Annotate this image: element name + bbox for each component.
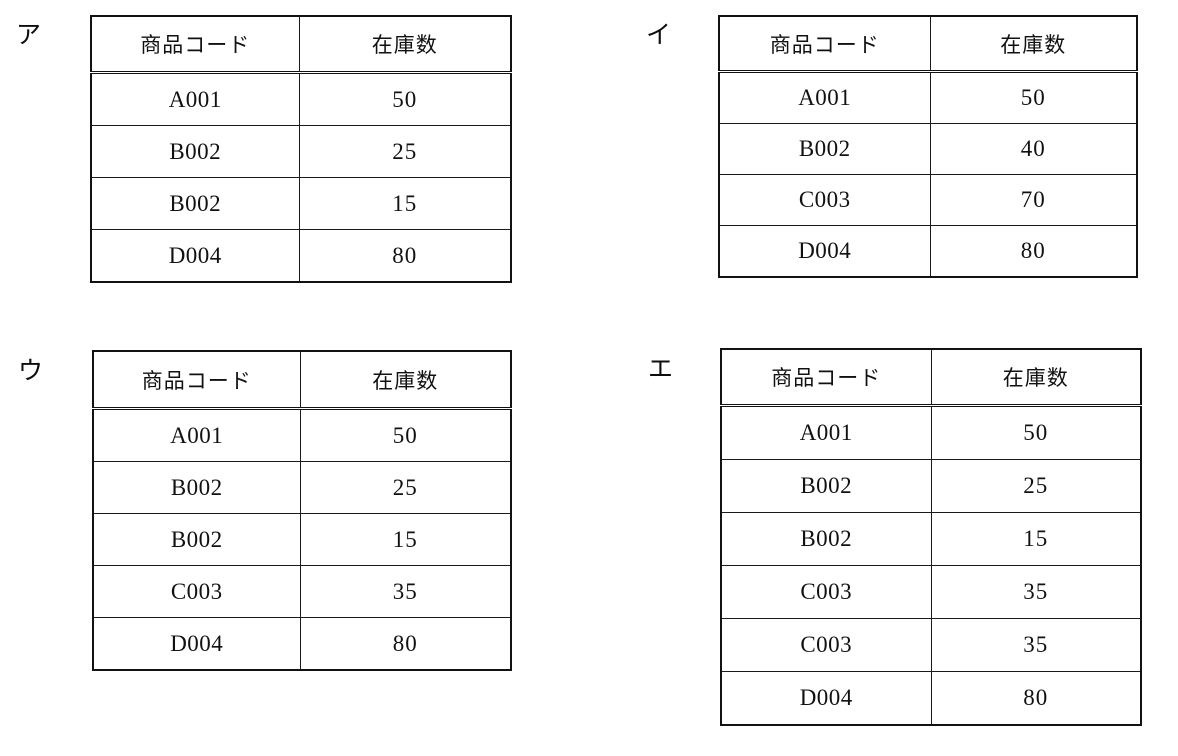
table-row: C003 35 xyxy=(720,618,1142,672)
cell-stock-quantity: 50 xyxy=(299,408,512,462)
table-row: B002 25 xyxy=(90,125,512,178)
table-row: A001 50 xyxy=(92,408,512,462)
table-header-row: 商品コード 在庫数 xyxy=(92,350,512,410)
cell-stock-quantity: 35 xyxy=(299,565,512,618)
cell-stock-quantity: 50 xyxy=(929,71,1138,124)
cell-product-code: B002 xyxy=(90,125,300,178)
cell-stock-quantity: 15 xyxy=(298,177,512,230)
cell-product-code: B002 xyxy=(92,461,301,514)
table-row: C003 35 xyxy=(92,565,512,618)
table-row: C003 35 xyxy=(720,565,1142,619)
cell-product-code: D004 xyxy=(90,229,300,283)
column-header-product-code: 商品コード xyxy=(90,15,300,74)
cell-stock-quantity: 25 xyxy=(930,459,1142,513)
column-header-stock-quantity: 在庫数 xyxy=(929,15,1138,73)
column-header-stock-quantity: 在庫数 xyxy=(299,350,512,410)
cell-product-code: C003 xyxy=(720,618,932,672)
cell-product-code: B002 xyxy=(92,513,301,566)
column-header-product-code: 商品コード xyxy=(92,350,301,410)
cell-stock-quantity: 80 xyxy=(298,229,512,283)
option-label-a: ア xyxy=(16,20,42,49)
cell-product-code: A001 xyxy=(718,71,931,124)
table-row: D004 80 xyxy=(720,671,1142,726)
table-row: D004 80 xyxy=(92,617,512,671)
cell-stock-quantity: 80 xyxy=(929,225,1138,278)
table-row: C003 70 xyxy=(718,174,1138,226)
table-header-row: 商品コード 在庫数 xyxy=(718,15,1138,73)
cell-product-code: D004 xyxy=(720,671,932,726)
cell-product-code: A001 xyxy=(92,408,301,462)
cell-product-code: B002 xyxy=(720,512,932,566)
cell-stock-quantity: 35 xyxy=(930,618,1142,672)
table-row: B002 25 xyxy=(92,461,512,514)
table-row: B002 40 xyxy=(718,123,1138,175)
table-row: A001 50 xyxy=(718,71,1138,124)
cell-stock-quantity: 15 xyxy=(299,513,512,566)
cell-stock-quantity: 80 xyxy=(930,671,1142,726)
cell-stock-quantity: 25 xyxy=(298,125,512,178)
inventory-table-b: 商品コード 在庫数 A001 50 B002 40 C003 70 xyxy=(718,15,1138,278)
cell-product-code: C003 xyxy=(92,565,301,618)
table-row: D004 80 xyxy=(718,225,1138,278)
cell-product-code: C003 xyxy=(718,174,931,226)
table-header-row: 商品コード 在庫数 xyxy=(90,15,512,74)
table-row: A001 50 xyxy=(720,405,1142,460)
inventory-table-c: 商品コード 在庫数 A001 50 B002 25 B002 15 xyxy=(92,350,512,671)
inventory-table-d: 商品コード 在庫数 A001 50 B002 25 B002 15 xyxy=(720,348,1142,726)
cell-stock-quantity: 35 xyxy=(930,565,1142,619)
column-header-stock-quantity: 在庫数 xyxy=(930,348,1142,407)
option-label-b: イ xyxy=(646,20,672,49)
cell-product-code: A001 xyxy=(720,405,932,460)
option-label-d: エ xyxy=(648,354,674,383)
cell-stock-quantity: 70 xyxy=(929,174,1138,226)
cell-stock-quantity: 15 xyxy=(930,512,1142,566)
cell-stock-quantity: 50 xyxy=(298,72,512,126)
cell-product-code: D004 xyxy=(718,225,931,278)
cell-product-code: A001 xyxy=(90,72,300,126)
table-row: B002 15 xyxy=(92,513,512,566)
cell-stock-quantity: 25 xyxy=(299,461,512,514)
table-header-row: 商品コード 在庫数 xyxy=(720,348,1142,407)
cell-product-code: B002 xyxy=(718,123,931,175)
cell-product-code: C003 xyxy=(720,565,932,619)
cell-stock-quantity: 50 xyxy=(930,405,1142,460)
cell-product-code: B002 xyxy=(720,459,932,513)
cell-stock-quantity: 80 xyxy=(299,617,512,671)
table-row: B002 15 xyxy=(720,512,1142,566)
cell-product-code: B002 xyxy=(90,177,300,230)
cell-product-code: D004 xyxy=(92,617,301,671)
column-header-stock-quantity: 在庫数 xyxy=(298,15,512,74)
table-row: A001 50 xyxy=(90,72,512,126)
table-row: D004 80 xyxy=(90,229,512,283)
cell-stock-quantity: 40 xyxy=(929,123,1138,175)
inventory-table-a: 商品コード 在庫数 A001 50 B002 25 B002 15 xyxy=(90,15,512,283)
option-label-c: ウ xyxy=(18,356,44,385)
table-row: B002 25 xyxy=(720,459,1142,513)
column-header-product-code: 商品コード xyxy=(720,348,932,407)
column-header-product-code: 商品コード xyxy=(718,15,931,73)
table-row: B002 15 xyxy=(90,177,512,230)
